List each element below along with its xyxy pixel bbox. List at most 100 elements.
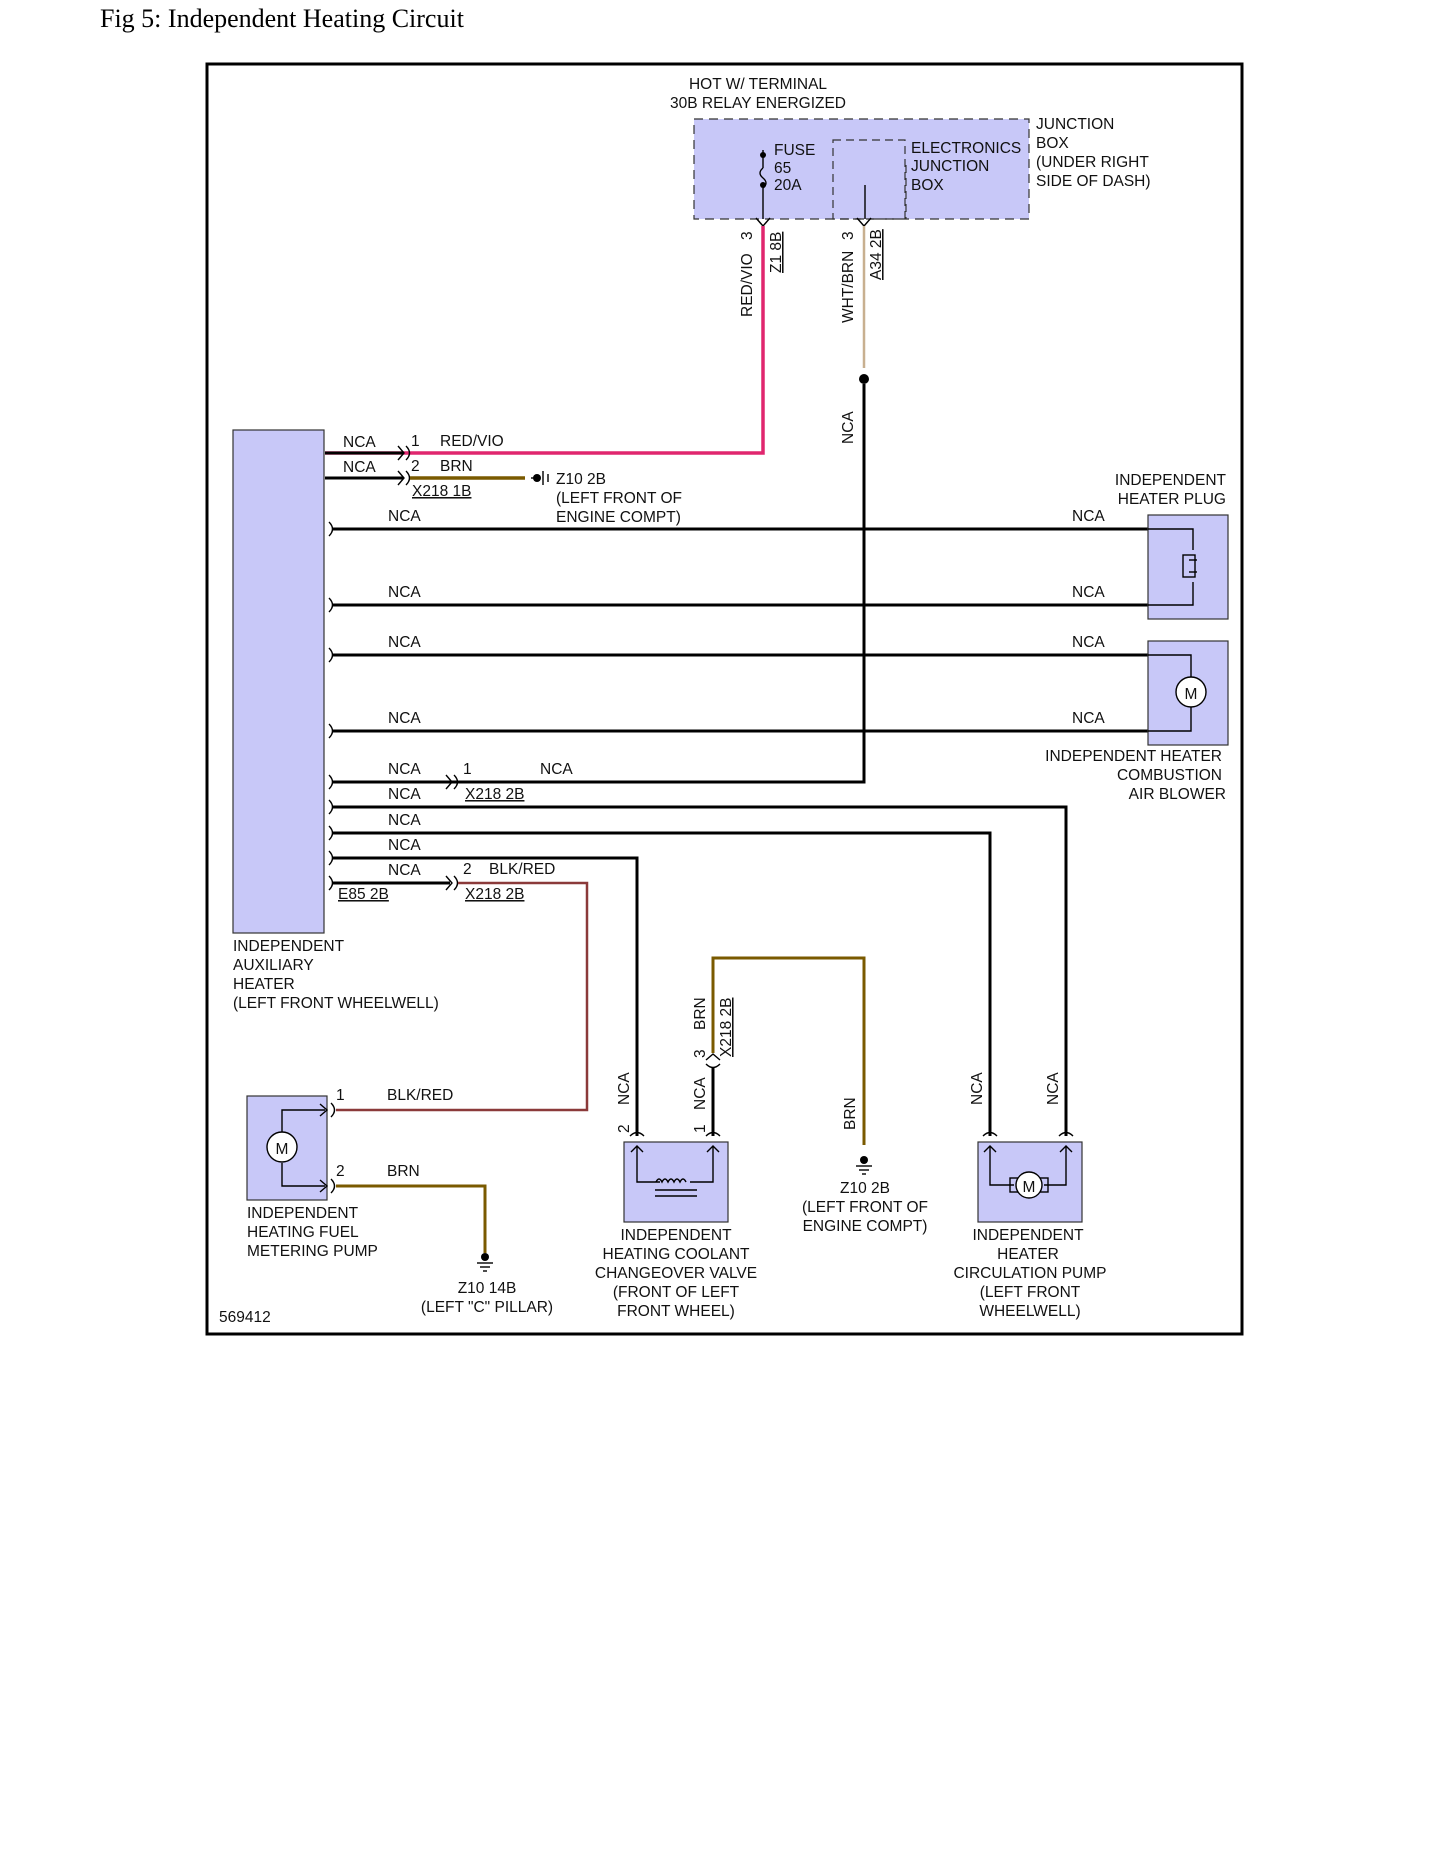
valve-label-4: (FRONT OF LEFT xyxy=(613,1284,740,1301)
color-z1: RED/VIO xyxy=(739,253,756,317)
row2-nca: NCA xyxy=(343,459,376,476)
wire-blk-red xyxy=(336,881,589,1112)
row8-nca: NCA xyxy=(388,786,421,803)
jb-label-4: SIDE OF DASH) xyxy=(1036,173,1151,190)
blower-label-1: INDEPENDENT HEATER xyxy=(1045,748,1222,765)
gnd-c-1: Z10 14B xyxy=(458,1280,517,1297)
fuel-color2: BRN xyxy=(387,1163,420,1180)
valve-label-1: INDEPENDENT xyxy=(620,1227,732,1244)
row7-pin: 1 xyxy=(463,761,472,778)
wire-valve-2 xyxy=(332,856,639,1136)
row1-nca: NCA xyxy=(343,434,376,451)
figure-id: 569412 xyxy=(219,1309,271,1326)
gnd-top-2: (LEFT FRONT OF xyxy=(556,490,682,507)
fuel-pin2: 2 xyxy=(336,1163,345,1180)
row4-nca: NCA xyxy=(388,584,421,601)
circ-nca-b: NCA xyxy=(1045,1072,1062,1105)
blower-nca-top: NCA xyxy=(1072,634,1105,651)
valve-label-5: FRONT WHEEL) xyxy=(617,1303,735,1320)
circ-label-5: WHEELWELL) xyxy=(979,1303,1080,1320)
valve-label-2: HEATING COOLANT xyxy=(603,1246,751,1263)
circ-pump-motor-icon xyxy=(1015,1171,1043,1199)
plug-label-1: INDEPENDENT xyxy=(1115,472,1227,489)
row7-nca: NCA xyxy=(388,761,421,778)
wire-brn-fuel xyxy=(336,1184,487,1253)
fuse-label: FUSE xyxy=(774,142,815,159)
row1-color: RED/VIO xyxy=(440,433,504,450)
ground-icon xyxy=(477,1253,493,1272)
circ-label-2: HEATER xyxy=(997,1246,1059,1263)
e85-connector: E85 2B xyxy=(338,886,389,903)
conn-a34: A34 2B xyxy=(868,229,885,280)
jb-label-2: BOX xyxy=(1036,135,1069,152)
fuel-label-3: METERING PUMP xyxy=(247,1243,378,1260)
jb-label-3: (UNDER RIGHT xyxy=(1036,154,1149,171)
blower-nca-bottom: NCA xyxy=(1072,710,1105,727)
gnd-c-2: (LEFT "C" PILLAR) xyxy=(421,1299,553,1316)
plug-nca-bottom: NCA xyxy=(1072,584,1105,601)
color-a34: WHT/BRN xyxy=(840,251,857,323)
aux-label-2: AUXILIARY xyxy=(233,957,314,974)
row9-nca: NCA xyxy=(388,812,421,829)
row2-pin: 2 xyxy=(411,458,420,475)
wire-brn-valve xyxy=(711,956,866,1145)
row3-nca: NCA xyxy=(388,508,421,525)
ejb-label-2: JUNCTION xyxy=(911,158,989,175)
blower-motor-icon xyxy=(1175,676,1207,708)
circ-label-1: INDEPENDENT xyxy=(972,1227,1084,1244)
wire-red-vio xyxy=(325,226,765,455)
row11-conn: X218 2B xyxy=(465,886,524,903)
heater-plug xyxy=(1147,514,1229,620)
nca-vertical: NCA xyxy=(840,411,857,444)
fuse-rating: 20A xyxy=(774,177,802,194)
row11-color: BLK/RED xyxy=(489,861,555,878)
wire-circ-pump-a xyxy=(332,831,992,1136)
gnd-bottom-2: (LEFT FRONT OF xyxy=(802,1199,928,1216)
row2-color: BRN xyxy=(440,458,473,475)
valve-pin1: 1 xyxy=(692,1124,709,1133)
conn-z1: Z1 8B xyxy=(768,232,785,273)
aux-label-4: (LEFT FRONT WHEELWELL) xyxy=(233,995,439,1012)
row11-pin: 2 xyxy=(463,861,472,878)
valve-label-3: CHANGEOVER VALVE xyxy=(595,1265,757,1282)
aux-heater xyxy=(232,429,325,934)
gnd-bottom-1: Z10 2B xyxy=(840,1180,890,1197)
valve-nca-b: NCA xyxy=(692,1077,709,1110)
fuel-color1: BLK/RED xyxy=(387,1087,453,1104)
row10-nca: NCA xyxy=(388,837,421,854)
gnd-top-3: ENGINE COMPT) xyxy=(556,509,681,526)
fuse-number: 65 xyxy=(774,160,791,177)
pin-a34: 3 xyxy=(840,231,857,240)
row5-nca: NCA xyxy=(388,634,421,651)
jb-label-1: JUNCTION xyxy=(1036,116,1114,133)
row11-nca: NCA xyxy=(388,862,421,879)
valve-conn: X218 2B xyxy=(718,998,735,1057)
valve-brn: BRN xyxy=(692,997,709,1030)
valve-nca-a: NCA xyxy=(616,1072,633,1105)
plug-label-2: HEATER PLUG xyxy=(1118,491,1226,508)
circ-nca-a: NCA xyxy=(969,1072,986,1105)
fuel-pump-motor-icon xyxy=(266,1131,298,1163)
ejb-label-1: ELECTRONICS xyxy=(911,140,1021,157)
junction-box xyxy=(693,118,1030,220)
splice-dot xyxy=(859,374,869,384)
aux-label-3: HEATER xyxy=(233,976,295,993)
ground-icon xyxy=(856,1156,872,1175)
row6-nca: NCA xyxy=(388,710,421,727)
aux-label-1: INDEPENDENT xyxy=(233,938,345,955)
valve-pin3: 3 xyxy=(692,1049,709,1058)
circ-label-3: CIRCULATION PUMP xyxy=(953,1265,1106,1282)
wire-nca-splice xyxy=(450,384,866,784)
fuel-label-2: HEATING FUEL xyxy=(247,1224,359,1241)
gnd-bottom-3: ENGINE COMPT) xyxy=(803,1218,928,1235)
row8-conn: X218 2B xyxy=(465,786,524,803)
circ-pump-motor-label: M xyxy=(1023,1179,1036,1196)
ejb-label-3: BOX xyxy=(911,177,944,194)
blower-motor-label: M xyxy=(1185,686,1198,703)
pin-z1: 3 xyxy=(739,231,756,240)
gnd-top-1: Z10 2B xyxy=(556,471,606,488)
hot-label-1: HOT W/ TERMINAL xyxy=(689,76,827,93)
ejb-inner-box xyxy=(832,139,906,220)
fuel-pump-motor-label: M xyxy=(276,1141,289,1158)
